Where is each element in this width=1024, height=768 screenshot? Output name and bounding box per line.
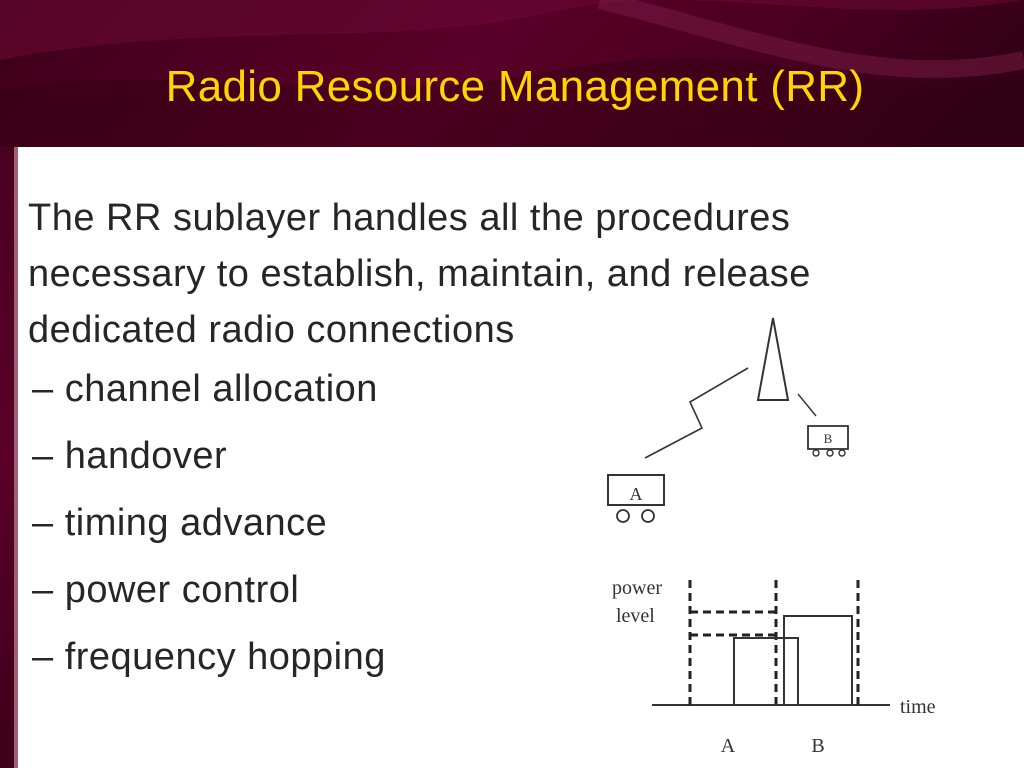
header-wave-decoration — [0, 0, 1024, 147]
mobile-b-label: B — [824, 431, 833, 446]
time-marker-b: B — [811, 735, 824, 757]
mobile-b-icon: B — [807, 425, 849, 457]
bullet-channel-allocation: – channel allocation — [32, 368, 378, 410]
burst-b — [783, 615, 853, 706]
slide-title: Radio Resource Management (RR) — [165, 62, 865, 111]
title-band: Radio Resource Management (RR) — [0, 0, 1024, 147]
antenna-tower-icon — [756, 317, 790, 401]
handover-diagram: A B — [607, 317, 849, 523]
left-edge-strip — [0, 147, 14, 768]
left-edge-highlight — [14, 147, 18, 768]
mobile-a-icon: A — [607, 474, 665, 523]
paragraph-line-2: necessary to establish, maintain, and re… — [28, 253, 811, 295]
bullet-frequency-hopping: – frequency hopping — [32, 636, 386, 678]
bullet-handover: – handover — [32, 435, 228, 477]
bullet-list: – channel allocation – handover – timing… — [32, 366, 386, 701]
burst-a — [733, 637, 799, 706]
bullet-timing-advance: – timing advance — [32, 502, 328, 544]
paragraph-line-3: dedicated radio connections — [28, 309, 515, 351]
radio-link-zigzag — [644, 367, 749, 459]
timing-diagram: power level time A B — [612, 577, 936, 757]
x-axis-label-time: time — [900, 696, 936, 718]
mobile-a-label: A — [630, 484, 643, 504]
paragraph-line-1: The RR sublayer handles all the procedur… — [28, 197, 791, 239]
y-axis-label-level: level — [616, 605, 655, 627]
time-marker-a: A — [721, 735, 736, 757]
intro-paragraph: The RR sublayer handles all the procedur… — [28, 190, 1008, 358]
bullet-power-control: – power control — [32, 569, 300, 611]
y-axis-label-power: power — [612, 577, 662, 599]
link-to-b-line — [797, 393, 817, 417]
